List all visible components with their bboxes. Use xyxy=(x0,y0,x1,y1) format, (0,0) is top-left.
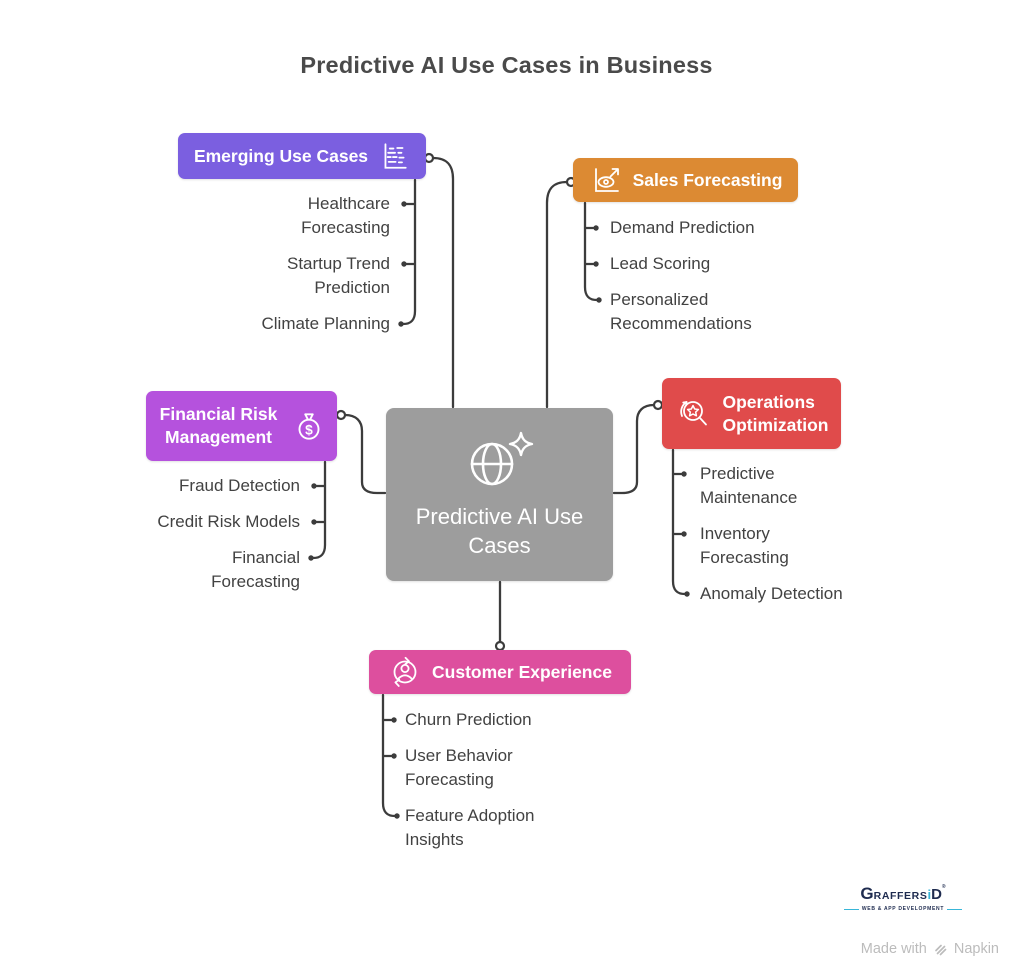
branch-node-emerging-use-cases: Emerging Use Cases xyxy=(178,133,426,179)
node-ports xyxy=(335,152,664,652)
branch-node-label: Operations Optimization xyxy=(722,391,829,435)
logo-letter-i: i xyxy=(927,887,932,902)
branch-sales xyxy=(583,201,599,302)
leaf-dots xyxy=(308,201,690,819)
link-operations xyxy=(612,403,656,495)
leaf-item: Fraud Detection xyxy=(179,476,300,495)
logo-letter-d: D xyxy=(931,886,942,903)
registered-mark: ® xyxy=(941,884,946,890)
leaf-item: Climate Planning xyxy=(261,314,390,333)
link-financial xyxy=(343,413,387,495)
logo-text: RAFFERS xyxy=(873,890,928,902)
branch-financial xyxy=(311,460,327,560)
link-emerging xyxy=(431,156,455,409)
svg-text:$: $ xyxy=(305,422,313,437)
leaf-item: Startup Trend Prediction xyxy=(286,254,390,297)
link-sales xyxy=(545,180,569,409)
leaf-item: Lead Scoring xyxy=(610,254,711,273)
leaf-item: Churn Prediction xyxy=(405,710,532,729)
branch-node-label: Emerging Use Cases xyxy=(193,145,369,166)
leaf-item: Predictive Maintenance xyxy=(700,464,798,507)
branch-node-customer-experience: Customer Experience xyxy=(369,650,631,694)
branch-node-financial-risk-management: Financial Risk Management $ xyxy=(146,391,337,461)
branch-node-label: Financial Risk Management xyxy=(159,404,278,447)
leaf-item: Healthcare Forecasting xyxy=(301,194,390,237)
leaf-item: Feature Adoption Insights xyxy=(405,806,535,849)
napkin-icon xyxy=(935,944,947,955)
central-node: Predictive AI Use Cases xyxy=(386,408,613,581)
credit-brand: Napkin xyxy=(953,941,999,957)
branch-node-label: Sales Forecasting xyxy=(632,169,783,190)
money-bag-icon: $ xyxy=(298,413,320,440)
branch-customer xyxy=(381,693,397,818)
leaf-item: Financial Forecasting xyxy=(211,548,300,591)
branch-operations xyxy=(671,448,687,596)
leaf-item: Inventory Forecasting xyxy=(700,524,789,567)
logo-tagline: WEB & APP DEVELOPMENT xyxy=(844,906,962,912)
leaf-item: User Behavior Forecasting xyxy=(405,746,513,789)
credit-text: Made with xyxy=(860,941,927,957)
leaf-item: Demand Prediction xyxy=(610,218,755,237)
branch-node-label: Customer Experience xyxy=(432,661,612,682)
leaf-item: Credit Risk Models xyxy=(157,512,300,531)
leaf-item: Personalized Recommendations xyxy=(610,290,752,333)
diagram-title: Predictive AI Use Cases in Business xyxy=(300,52,713,78)
globe-sparkle-icon xyxy=(470,431,533,486)
user-cycle-icon xyxy=(393,656,417,687)
branch-node-sales-forecasting: Sales Forecasting xyxy=(573,158,798,202)
branch-node-operations-optimization: Operations Optimization xyxy=(662,378,841,449)
trend-report-icon xyxy=(384,143,407,169)
napkin-credit: Made with Napkin xyxy=(861,941,999,957)
branch-emerging xyxy=(401,178,417,326)
central-node-label: Predictive AI Use Cases xyxy=(415,504,584,558)
vision-chart-icon xyxy=(594,168,619,192)
leaf-item: Anomaly Detection xyxy=(700,584,843,603)
logo-letter-g: G xyxy=(860,884,874,903)
search-star-icon xyxy=(679,400,707,425)
